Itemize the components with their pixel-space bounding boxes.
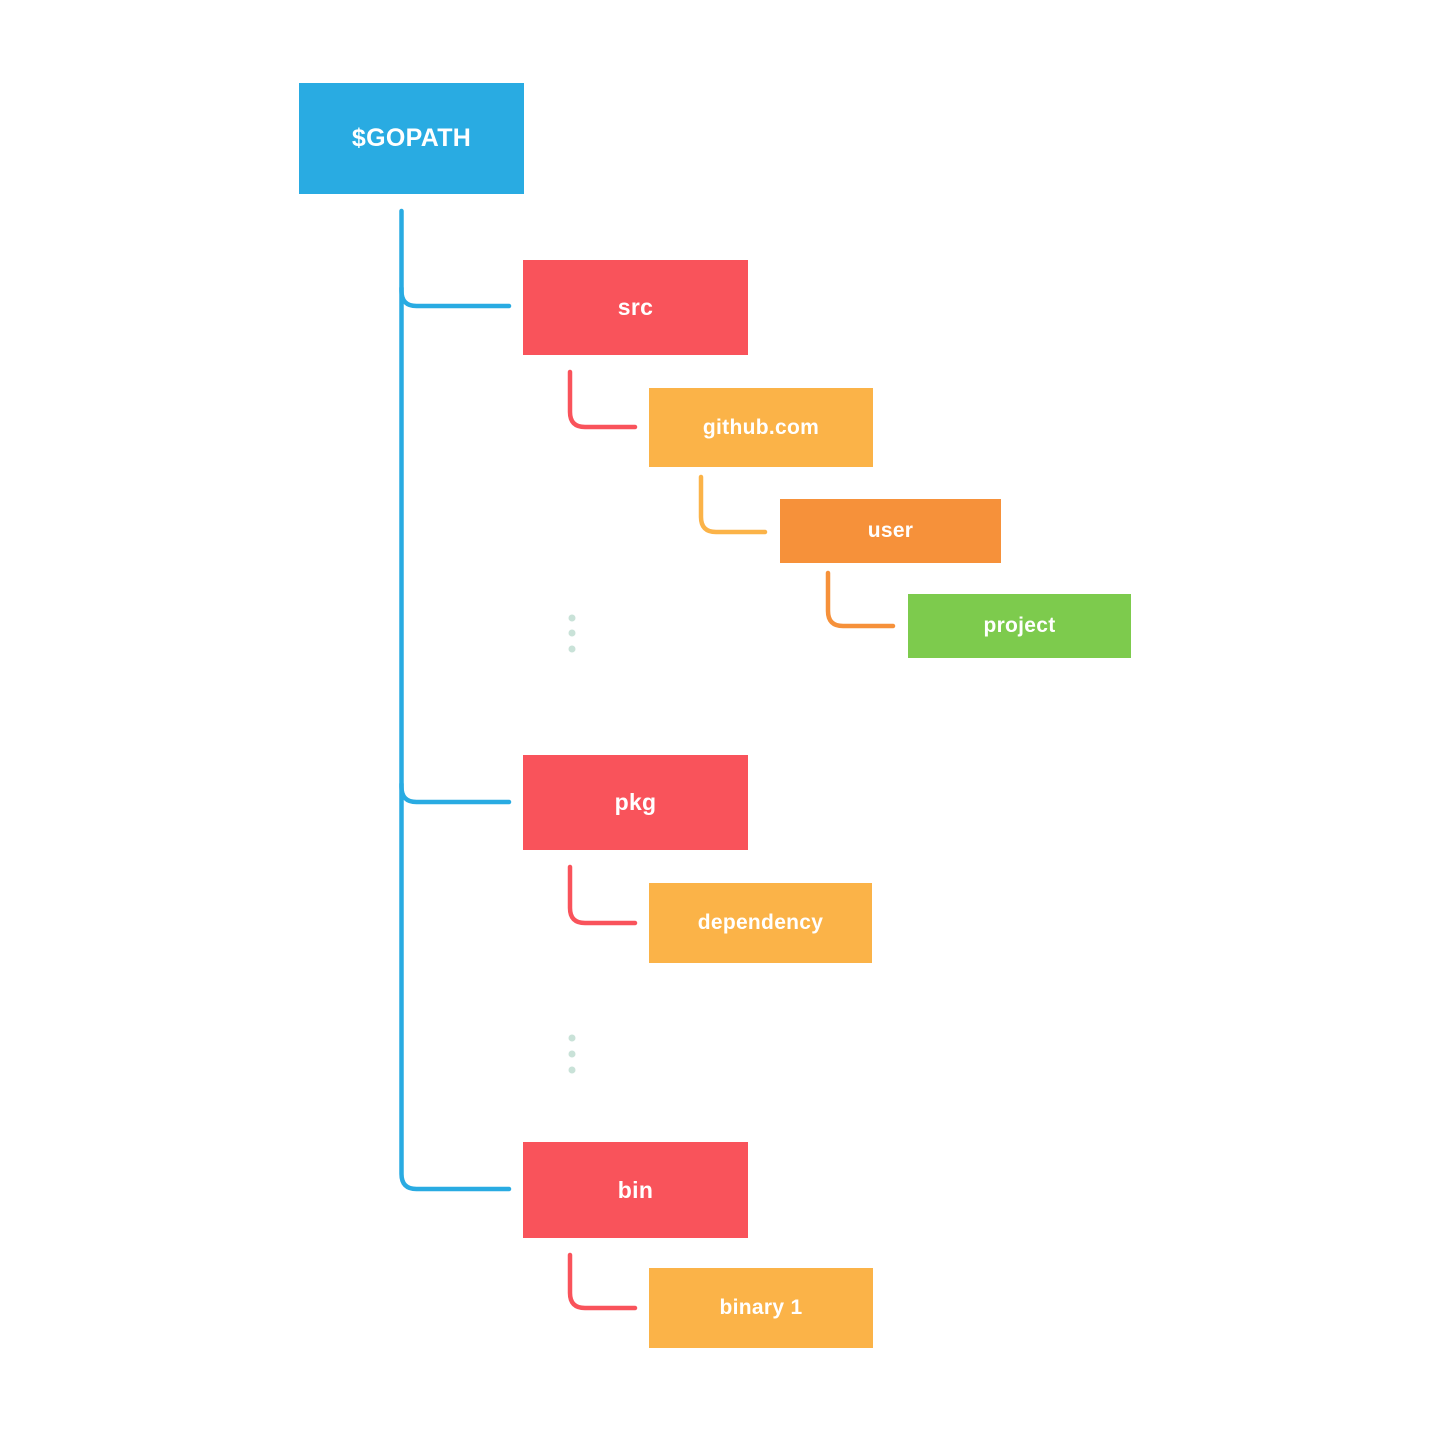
ellipsis-src-children (568, 614, 576, 653)
connector-bin-binary1 (567, 1252, 638, 1311)
node-project: project (908, 594, 1131, 658)
node-gopath-label: $GOPATH (351, 124, 472, 152)
connector-gopath-pkg (399, 781, 512, 805)
node-pkg-label: pkg (614, 789, 657, 815)
connector-pkg-dependency (567, 864, 638, 926)
node-user: user (780, 499, 1001, 563)
node-github-label: github.com (702, 415, 820, 439)
node-user-label: user (867, 519, 914, 542)
node-gopath: $GOPATH (299, 83, 524, 194)
connector-user-project (825, 570, 896, 629)
node-bin: bin (523, 1142, 748, 1238)
node-src: src (523, 260, 748, 355)
node-pkg: pkg (523, 755, 748, 850)
node-binary1-label: binary 1 (719, 1296, 803, 1319)
ellipsis-pkg-children (568, 1034, 576, 1074)
node-project-label: project (983, 614, 1056, 637)
connector-gopath-trunk (399, 208, 512, 1192)
connector-github-user (698, 474, 768, 535)
connector-src-github (567, 369, 638, 430)
node-dependency: dependency (649, 883, 872, 963)
node-src-label: src (617, 294, 654, 320)
node-dependency-label: dependency (697, 911, 824, 934)
node-binary1: binary 1 (649, 1268, 873, 1348)
node-bin-label: bin (617, 1176, 654, 1203)
connector-gopath-src (399, 285, 512, 309)
node-github: github.com (649, 388, 873, 467)
